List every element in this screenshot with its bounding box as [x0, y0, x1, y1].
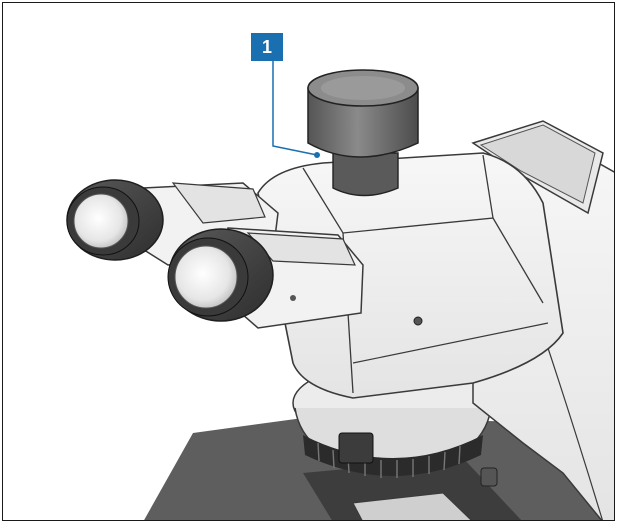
- eyepiece-left: [66, 179, 279, 266]
- callout-1-leader: [272, 61, 320, 158]
- eyepiece-right: [167, 227, 364, 329]
- trinocular-head: [257, 152, 564, 399]
- callout-1-badge: 1: [251, 33, 283, 61]
- figure-frame: 1: [2, 2, 615, 521]
- microscope-illustration: [66, 61, 614, 520]
- top-port-knob: [307, 69, 419, 197]
